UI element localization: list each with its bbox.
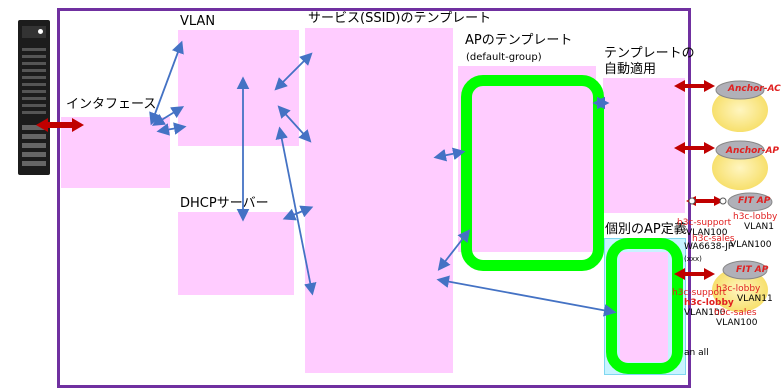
ap1-support-vlan: VLAN100 — [686, 228, 728, 238]
ap-name-2: Anchor-AP — [726, 146, 780, 156]
ap2-sales-vlan: VLAN100 — [716, 318, 758, 328]
arrow-interface-vlan-2 — [151, 106, 185, 126]
arrow-dhcp-ssid — [282, 205, 314, 221]
ap-name-3: FIT AP — [738, 196, 771, 206]
arrow-ssid-aptemplate-1 — [433, 147, 466, 162]
arrow-auto-anchor-ac — [674, 80, 715, 92]
ap2-vlan-left-label: VLAN100 — [684, 308, 726, 318]
fit-ap-2-icon — [712, 260, 768, 312]
ap-template-label: APのテンプレート — [465, 33, 573, 48]
interface-label: インタフェース — [66, 97, 157, 112]
ap2-sales-label: h3c-sales — [714, 308, 757, 318]
ssid-template-box — [305, 28, 453, 373]
auto-apply-label-1: テンプレートの — [604, 46, 695, 61]
ap1-lobby-label: h3c-lobby — [733, 212, 778, 222]
auto-apply-box — [603, 78, 685, 213]
ap2-support-label: h3c-support — [672, 288, 727, 298]
ap1-model-label: WA6638-JP — [684, 242, 734, 252]
ap1-serial-label: (xxx) — [684, 255, 702, 263]
individual-ap-label: 個別のAP定義 — [605, 222, 687, 237]
vlan-label: VLAN — [180, 14, 216, 29]
anchor-ap-ap-icon — [712, 140, 768, 190]
ap2-tail-label: an all — [684, 348, 709, 358]
anchor-ac-ap-icon — [712, 80, 768, 132]
connector-layer — [36, 40, 773, 317]
arrow-interface-vlan-3 — [156, 122, 187, 136]
ap1-support-label: h3c-support — [677, 218, 732, 228]
ap-name-1: Anchor-AC — [728, 84, 781, 94]
ap2-lobby-label: h3c-lobby — [716, 284, 761, 294]
ap-template-box — [458, 66, 596, 252]
ap-template-highlight — [461, 75, 604, 271]
arrow-vlan-ssid-3 — [275, 126, 317, 296]
network-switch — [18, 20, 50, 175]
ssid-template-label: サービス(SSID)のテンプレート — [308, 11, 492, 26]
ap1-sales-vlan: VLAN100 — [730, 240, 772, 250]
dhcp-box — [178, 212, 294, 295]
arrow-ssid-aptemplate-2 — [437, 229, 471, 271]
arrow-vlan-ssid-2 — [277, 105, 312, 143]
ap-name-4: FIT AP — [736, 265, 769, 275]
ap-template-group-label: (default-group) — [466, 52, 542, 63]
individual-ap-box — [620, 252, 668, 362]
auto-apply-label-2: 自動適用 — [604, 62, 657, 77]
controller-frame — [57, 8, 691, 388]
ap2-lobby-left-label: h3c-lobby — [684, 298, 734, 308]
interface-box — [61, 117, 170, 188]
arrow-vlan-ssid-1 — [274, 52, 313, 91]
arrow-ssid-individual — [436, 275, 617, 317]
arrow-individual-fitap — [674, 268, 715, 280]
ap2-lobby-vlan: VLAN11 — [737, 294, 773, 304]
arrow-auto-anchor-ap — [674, 142, 715, 154]
ap1-lobby-vlan: VLAN1 — [744, 222, 774, 232]
ap1-sales-label: h3c-sales — [692, 234, 735, 244]
arrow-switch-interface — [36, 118, 84, 132]
arrow-auto-fitap — [686, 196, 724, 206]
fit-ap-1-icon — [688, 192, 773, 212]
